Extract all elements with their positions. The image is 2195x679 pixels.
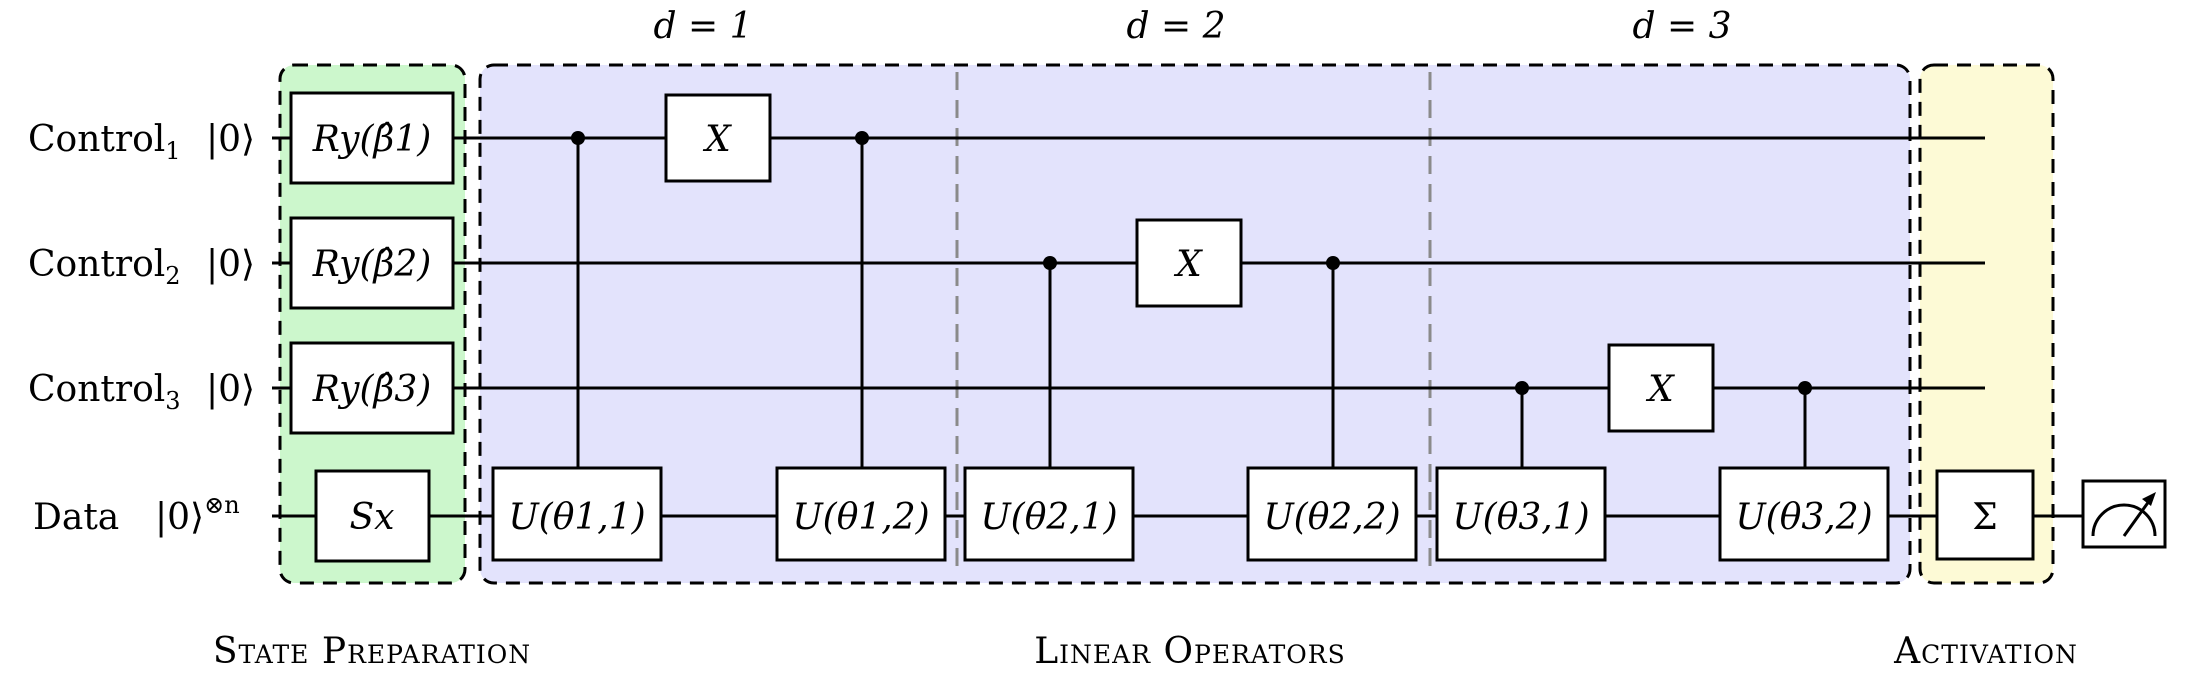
sigma-gate: Σ	[1935, 469, 2035, 561]
svg-text:U(θ1,2): U(θ1,2)	[792, 497, 929, 538]
svg-text:Control1: Control1	[28, 119, 181, 165]
svg-text:U(θ2,1): U(θ2,1)	[980, 497, 1117, 538]
depth-label-1: d = 1	[654, 6, 753, 47]
qubit-label-control-2: Control2 |0⟩	[28, 244, 255, 290]
section-label-activation: Activation	[1893, 631, 2078, 672]
svg-text:X: X	[1645, 369, 1675, 410]
svg-text:|0⟩: |0⟩	[206, 369, 255, 410]
svg-text:|0⟩⊗n: |0⟩⊗n	[155, 491, 240, 538]
control-dot-2-1	[1043, 256, 1057, 270]
svg-text:X: X	[1173, 244, 1203, 285]
svg-text:Ry(β̂1): Ry(β̂1)	[312, 119, 432, 160]
svg-text:Ry(β̂2): Ry(β̂2)	[312, 244, 432, 285]
svg-text:U(θ3,2): U(θ3,2)	[1735, 497, 1872, 538]
ry-gate-1: Ry(β̂1)	[289, 91, 455, 185]
ry-gate-2: Ry(β̂2)	[289, 216, 455, 310]
control-dot-3-1	[1515, 381, 1529, 395]
svg-text:U(θ1,1): U(θ1,1)	[508, 497, 645, 538]
unitary-gate-3-1: U(θ3,1)	[1435, 466, 1607, 562]
unitary-gate-2-2: U(θ2,2)	[1246, 466, 1418, 562]
section-label-state-preparation: State Preparation	[213, 631, 531, 672]
control-dot-3-2	[1798, 381, 1812, 395]
unitary-gate-1-2: U(θ1,2)	[775, 466, 947, 562]
meter-icon	[2081, 479, 2167, 549]
svg-text:|0⟩: |0⟩	[206, 119, 255, 160]
linear-operators-region	[478, 63, 1912, 585]
unitary-gate-3-2: U(θ3,2)	[1718, 466, 1890, 562]
svg-text:U(θ2,2): U(θ2,2)	[1263, 497, 1400, 538]
control-dot-1-2	[855, 131, 869, 145]
unitary-gate-2-1: U(θ2,1)	[963, 466, 1135, 562]
qubit-label-data: Data |0⟩⊗n	[33, 491, 240, 538]
control-dot-2-2	[1326, 256, 1340, 270]
depth-label-2: d = 2	[1127, 6, 1226, 47]
x-gate-control-1: X	[664, 93, 772, 183]
control-dot-1-1	[571, 131, 585, 145]
section-label-linear-operators: Linear Operators	[1034, 631, 1345, 672]
depth-label-3: d = 3	[1633, 6, 1732, 47]
svg-text:Sx: Sx	[350, 497, 395, 538]
svg-text:Ry(β̂3): Ry(β̂3)	[312, 369, 432, 410]
qubit-label-control-3: Control3 |0⟩	[28, 369, 255, 415]
state-preparation-region	[278, 63, 467, 585]
x-gate-control-2: X	[1135, 218, 1243, 308]
ry-gate-3: Ry(β̂3)	[289, 341, 455, 435]
activation-region	[1918, 63, 2055, 585]
qubit-label-control-1: Control1 |0⟩	[28, 119, 255, 165]
svg-text:X: X	[702, 119, 732, 160]
svg-text:|0⟩: |0⟩	[206, 244, 255, 285]
svg-text:Control2: Control2	[28, 244, 181, 290]
svg-text:U(θ3,1): U(θ3,1)	[1452, 497, 1589, 538]
sx-gate: Sx	[314, 469, 431, 563]
svg-text:Σ: Σ	[1972, 497, 1997, 538]
unitary-gate-1-1: U(θ1,1)	[491, 466, 663, 562]
svg-text:Data: Data	[33, 497, 119, 538]
x-gate-control-3: X	[1607, 343, 1715, 433]
svg-text:Control3: Control3	[28, 369, 181, 415]
